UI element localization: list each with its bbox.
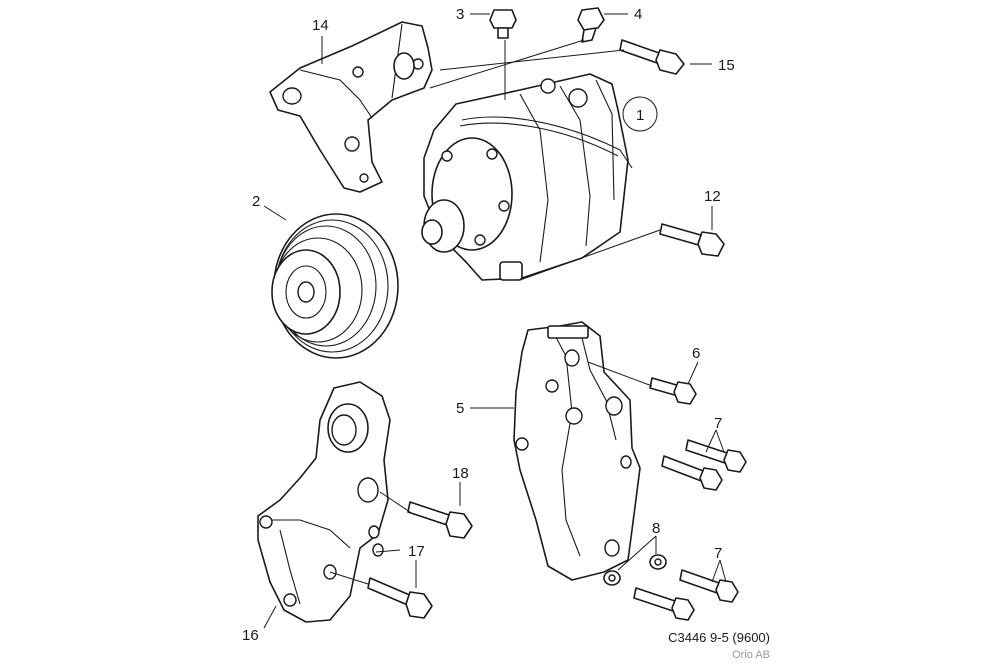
callout-1-ring xyxy=(622,96,658,132)
bolt-17 xyxy=(367,577,433,619)
bolt-15 xyxy=(619,39,685,75)
ac-compressor xyxy=(421,73,633,281)
pulley xyxy=(271,213,399,359)
bolt-7-middle xyxy=(661,455,723,491)
callout-14: 14 xyxy=(312,17,329,34)
callout-18: 18 xyxy=(452,465,469,482)
washers-8 xyxy=(603,554,667,586)
callout-6: 6 xyxy=(692,345,700,362)
bolt-6 xyxy=(649,377,697,405)
drawing-credit: Orio AB xyxy=(732,649,770,661)
upper-bracket xyxy=(269,21,433,193)
callout-16: 16 xyxy=(242,627,259,644)
bolt-3 xyxy=(489,9,517,39)
callout-12: 12 xyxy=(704,188,721,205)
callout-2: 2 xyxy=(252,193,260,210)
bolt-7-upper xyxy=(685,439,747,473)
bolt-7-lower xyxy=(633,587,695,621)
callout-7-upper: 7 xyxy=(714,415,722,432)
callout-15: 15 xyxy=(718,57,735,74)
bolt-7-lower-right xyxy=(679,569,739,603)
callout-3: 3 xyxy=(456,6,464,23)
lower-bracket xyxy=(257,381,391,623)
bolt-18 xyxy=(407,501,473,539)
callout-17: 17 xyxy=(408,543,425,560)
callout-4: 4 xyxy=(634,6,642,23)
callout-1: 1 xyxy=(636,107,644,124)
bolt-4 xyxy=(577,7,605,43)
leader-lines xyxy=(263,13,727,629)
callout-5: 5 xyxy=(456,400,464,417)
drawing-reference: C3446 9-5 (9600) xyxy=(668,630,770,645)
callout-7-lower: 7 xyxy=(714,545,722,562)
callout-8: 8 xyxy=(652,520,660,537)
compressor-bracket xyxy=(513,321,641,581)
bolt-12 xyxy=(659,223,725,257)
